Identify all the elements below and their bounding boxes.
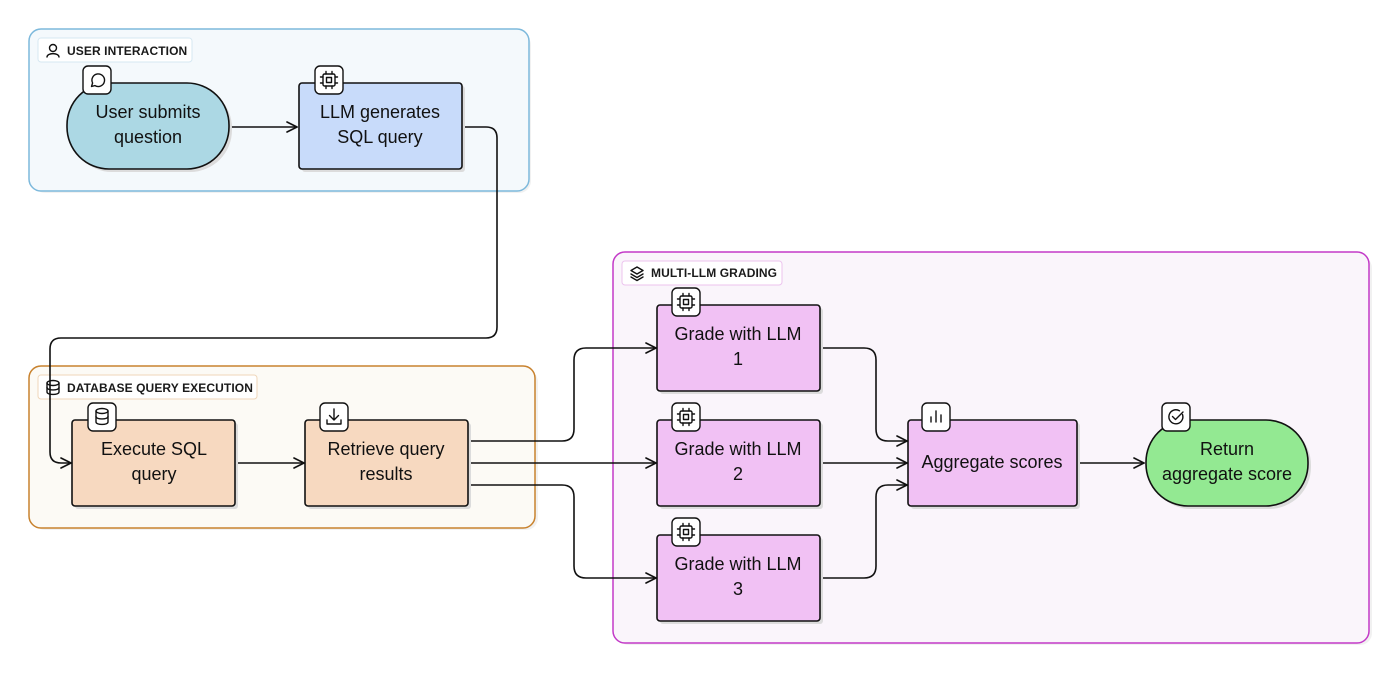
node-grade-with-llm-3[interactable]: Grade with LLM 3 bbox=[656, 517, 823, 624]
cpu-icon bbox=[314, 65, 344, 95]
cpu-icon bbox=[671, 517, 701, 547]
user-icon bbox=[46, 43, 60, 58]
cpu-icon bbox=[671, 287, 701, 317]
node-label-line1: Grade with LLM bbox=[674, 439, 801, 459]
node-label-line2: 1 bbox=[733, 349, 743, 369]
group-label-database-query-execution: DATABASE QUERY EXECUTION bbox=[37, 374, 258, 400]
node-label-line1: Aggregate scores bbox=[921, 452, 1062, 472]
node-grade-with-llm-1[interactable]: Grade with LLM 1 bbox=[656, 287, 823, 394]
node-user-submits-question[interactable]: User submits question bbox=[66, 65, 232, 172]
edge-grade3-to-aggregate bbox=[820, 479, 908, 579]
download-icon bbox=[319, 402, 349, 432]
node-llm-generates-sql-query[interactable]: LLM generates SQL query bbox=[298, 65, 465, 172]
node-label-line2: SQL query bbox=[337, 127, 422, 147]
database-icon bbox=[87, 402, 117, 432]
database-icon bbox=[46, 379, 60, 396]
node-label-line1: Grade with LLM bbox=[674, 554, 801, 574]
edges bbox=[49, 121, 1145, 584]
bar-chart-icon bbox=[921, 402, 951, 432]
node-label-line1: Execute SQL bbox=[101, 439, 207, 459]
node-label-line2: 2 bbox=[733, 464, 743, 484]
node-label-line1: Grade with LLM bbox=[674, 324, 801, 344]
node-label-line1: User submits bbox=[95, 102, 200, 122]
node-label-line1: Return bbox=[1200, 439, 1254, 459]
node-label-line2: question bbox=[114, 127, 182, 147]
cpu-icon bbox=[671, 402, 701, 432]
node-label-line1: LLM generates bbox=[320, 102, 440, 122]
node-label-line2: query bbox=[131, 464, 176, 484]
node-grade-with-llm-2[interactable]: Grade with LLM 2 bbox=[656, 402, 823, 509]
node-label-line2: aggregate score bbox=[1162, 464, 1292, 484]
node-label-line2: results bbox=[359, 464, 412, 484]
edge-retrieve-to-grade1 bbox=[468, 342, 657, 442]
edge-grade1-to-aggregate bbox=[820, 347, 908, 447]
layers-icon bbox=[630, 266, 644, 282]
node-label-line1: Retrieve query bbox=[327, 439, 444, 459]
check-circle-icon bbox=[1161, 402, 1191, 432]
node-retrieve-query-results[interactable]: Retrieve query results bbox=[304, 402, 471, 509]
edge-llm-to-execute bbox=[49, 126, 498, 469]
node-aggregate-scores[interactable]: Aggregate scores bbox=[907, 402, 1080, 509]
group-title-multi-llm-grading: MULTI-LLM GRADING bbox=[651, 266, 777, 280]
group-title-user-interaction: USER INTERACTION bbox=[67, 44, 187, 58]
node-return-aggregate-score[interactable]: Return aggregate score bbox=[1145, 402, 1311, 509]
node-execute-sql-query[interactable]: Execute SQL query bbox=[71, 402, 238, 509]
edge-retrieve-to-grade3 bbox=[468, 484, 657, 584]
node-label-line2: 3 bbox=[733, 579, 743, 599]
group-title-database-query-execution: DATABASE QUERY EXECUTION bbox=[67, 381, 253, 395]
group-label-multi-llm-grading: MULTI-LLM GRADING bbox=[621, 260, 783, 286]
message-circle-icon bbox=[82, 65, 112, 95]
group-label-user-interaction: USER INTERACTION bbox=[37, 37, 193, 63]
